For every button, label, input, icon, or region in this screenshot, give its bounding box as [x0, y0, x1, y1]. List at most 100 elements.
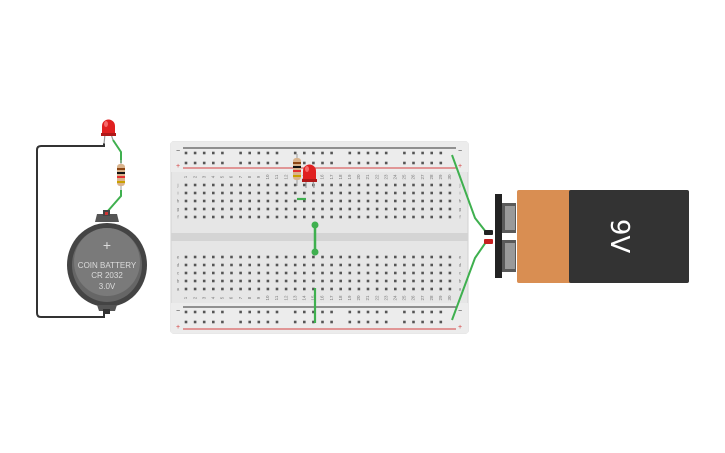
coin-battery[interactable]: + COIN BATTERY CR 2032 3.0V [67, 210, 147, 314]
rail-hole[interactable] [366, 310, 370, 314]
terminal-hole[interactable] [330, 271, 333, 275]
terminal-hole[interactable] [366, 263, 370, 267]
terminal-hole[interactable] [421, 271, 424, 275]
terminal-hole[interactable] [257, 191, 261, 195]
terminal-hole[interactable] [312, 279, 315, 283]
terminal-hole[interactable] [230, 279, 233, 283]
terminal-hole[interactable] [403, 255, 406, 259]
terminal-hole[interactable] [293, 183, 297, 187]
rail-hole[interactable] [375, 161, 379, 165]
terminal-hole[interactable] [394, 255, 397, 259]
rail-hole[interactable] [312, 320, 315, 324]
rail-hole[interactable] [257, 320, 261, 324]
terminal-hole[interactable] [384, 215, 388, 219]
terminal-hole[interactable] [421, 255, 424, 259]
rail-hole[interactable] [403, 320, 406, 324]
rail-hole[interactable] [193, 161, 197, 165]
terminal-hole[interactable] [239, 183, 242, 187]
terminal-hole[interactable] [375, 279, 379, 283]
terminal-hole[interactable] [448, 279, 452, 283]
terminal-hole[interactable] [202, 255, 206, 259]
terminal-hole[interactable] [366, 287, 370, 291]
terminal-hole[interactable] [230, 215, 233, 219]
terminal-hole[interactable] [312, 263, 315, 267]
terminal-hole[interactable] [184, 263, 188, 267]
terminal-hole[interactable] [284, 279, 288, 283]
rail-hole[interactable] [184, 310, 188, 314]
terminal-hole[interactable] [184, 287, 188, 291]
terminal-hole[interactable] [266, 287, 270, 291]
rail-hole[interactable] [293, 320, 297, 324]
rail-hole[interactable] [248, 320, 251, 324]
rail-hole[interactable] [357, 320, 361, 324]
terminal-hole[interactable] [448, 271, 452, 275]
terminal-hole[interactable] [221, 287, 224, 291]
terminal-hole[interactable] [266, 183, 270, 187]
rail-hole[interactable] [266, 320, 270, 324]
terminal-hole[interactable] [430, 207, 433, 211]
terminal-hole[interactable] [366, 255, 370, 259]
terminal-hole[interactable] [330, 263, 333, 267]
terminal-hole[interactable] [339, 191, 342, 195]
terminal-hole[interactable] [193, 199, 197, 203]
battery-9v[interactable]: 9V [484, 190, 689, 283]
rail-hole[interactable] [357, 161, 361, 165]
terminal-hole[interactable] [439, 215, 443, 219]
rail-hole[interactable] [184, 161, 188, 165]
terminal-hole[interactable] [275, 271, 279, 275]
terminal-hole[interactable] [275, 279, 279, 283]
terminal-hole[interactable] [193, 207, 197, 211]
terminal-hole[interactable] [321, 215, 324, 219]
rail-hole[interactable] [202, 320, 206, 324]
terminal-hole[interactable] [394, 263, 397, 267]
terminal-hole[interactable] [366, 207, 370, 211]
terminal-hole[interactable] [321, 255, 324, 259]
terminal-hole[interactable] [248, 287, 251, 291]
terminal-hole[interactable] [366, 199, 370, 203]
terminal-hole[interactable] [257, 183, 261, 187]
rail-hole[interactable] [330, 151, 333, 155]
terminal-hole[interactable] [421, 279, 424, 283]
terminal-hole[interactable] [439, 279, 443, 283]
terminal-hole[interactable] [312, 199, 315, 203]
terminal-hole[interactable] [430, 271, 433, 275]
green-wire-battery-top[interactable] [451, 154, 487, 233]
terminal-hole[interactable] [230, 199, 233, 203]
terminal-hole[interactable] [257, 207, 261, 211]
rail-hole[interactable] [375, 310, 379, 314]
terminal-hole[interactable] [448, 183, 452, 187]
rail-hole[interactable] [257, 310, 261, 314]
terminal-hole[interactable] [412, 207, 415, 211]
terminal-hole[interactable] [394, 191, 397, 195]
terminal-hole[interactable] [293, 207, 297, 211]
rail-hole[interactable] [293, 310, 297, 314]
terminal-hole[interactable] [330, 287, 333, 291]
terminal-hole[interactable] [357, 255, 361, 259]
terminal-hole[interactable] [293, 287, 297, 291]
terminal-hole[interactable] [266, 271, 270, 275]
terminal-hole[interactable] [439, 287, 443, 291]
terminal-hole[interactable] [348, 191, 352, 195]
terminal-hole[interactable] [239, 215, 242, 219]
terminal-hole[interactable] [257, 263, 261, 267]
terminal-hole[interactable] [394, 207, 397, 211]
terminal-hole[interactable] [375, 287, 379, 291]
terminal-hole[interactable] [412, 215, 415, 219]
terminal-hole[interactable] [303, 255, 306, 259]
terminal-hole[interactable] [348, 199, 352, 203]
terminal-hole[interactable] [448, 255, 452, 259]
rail-hole[interactable] [239, 161, 242, 165]
rail-hole[interactable] [321, 161, 324, 165]
terminal-hole[interactable] [312, 215, 315, 219]
terminal-hole[interactable] [284, 199, 288, 203]
terminal-hole[interactable] [330, 279, 333, 283]
rail-hole[interactable] [330, 161, 333, 165]
terminal-hole[interactable] [348, 255, 352, 259]
rail-hole[interactable] [321, 320, 324, 324]
terminal-hole[interactable] [184, 183, 188, 187]
terminal-hole[interactable] [193, 191, 197, 195]
rail-hole[interactable] [312, 151, 315, 155]
terminal-hole[interactable] [357, 271, 361, 275]
terminal-hole[interactable] [403, 263, 406, 267]
terminal-hole[interactable] [212, 263, 215, 267]
